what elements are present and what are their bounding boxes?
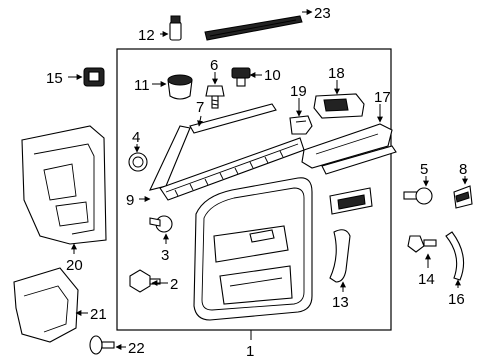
part-12-clip bbox=[169, 15, 182, 41]
callout-4: 4 bbox=[132, 129, 140, 146]
part-23-molding bbox=[204, 15, 303, 41]
part-16-seal bbox=[445, 231, 465, 281]
part-20-insulator bbox=[21, 125, 107, 245]
part-11-cap bbox=[167, 74, 193, 100]
callout-20: 20 bbox=[66, 257, 83, 274]
part-13-handle bbox=[329, 229, 351, 283]
callout-15: 15 bbox=[46, 70, 63, 87]
callout-16: 16 bbox=[448, 291, 465, 308]
callout-18: 18 bbox=[328, 65, 345, 82]
callout-12: 12 bbox=[138, 27, 155, 44]
callout-10: 10 bbox=[264, 67, 281, 84]
part-21-insulator bbox=[13, 267, 79, 343]
part-4-grommet bbox=[128, 152, 148, 172]
part-10-clip bbox=[231, 67, 251, 87]
part-8-bracket bbox=[453, 185, 473, 209]
callout-6: 6 bbox=[210, 57, 218, 74]
part-14-bolt bbox=[407, 235, 437, 253]
callout-2: 2 bbox=[170, 276, 178, 293]
callout-1: 1 bbox=[246, 343, 254, 360]
callout-14: 14 bbox=[418, 271, 435, 288]
part-1-door-panel bbox=[193, 177, 313, 321]
callout-17: 17 bbox=[374, 89, 391, 106]
callout-19: 19 bbox=[290, 83, 307, 100]
callout-23: 23 bbox=[314, 5, 331, 22]
part-2-screw bbox=[129, 269, 161, 293]
callout-13: 13 bbox=[332, 294, 349, 311]
part-5-bolt bbox=[403, 187, 433, 205]
callout-7: 7 bbox=[196, 99, 204, 116]
part-22-pin bbox=[89, 335, 115, 355]
callout-21: 21 bbox=[90, 306, 107, 323]
part-18-bezel bbox=[313, 93, 365, 119]
part-17-armrest bbox=[301, 123, 397, 175]
part-6-screw bbox=[205, 85, 225, 109]
assembly-frame bbox=[116, 48, 392, 331]
callout-9: 9 bbox=[126, 192, 134, 209]
callout-11: 11 bbox=[134, 77, 150, 94]
callout-3: 3 bbox=[161, 247, 169, 264]
handle-bezel bbox=[329, 187, 373, 215]
callout-22: 22 bbox=[128, 340, 145, 357]
callout-8: 8 bbox=[459, 161, 467, 178]
part-19-switch bbox=[289, 115, 313, 135]
callout-5: 5 bbox=[420, 161, 428, 178]
part-3-push-pin bbox=[149, 215, 173, 233]
part-15-clip bbox=[83, 67, 105, 87]
part-7-strip bbox=[189, 103, 277, 134]
